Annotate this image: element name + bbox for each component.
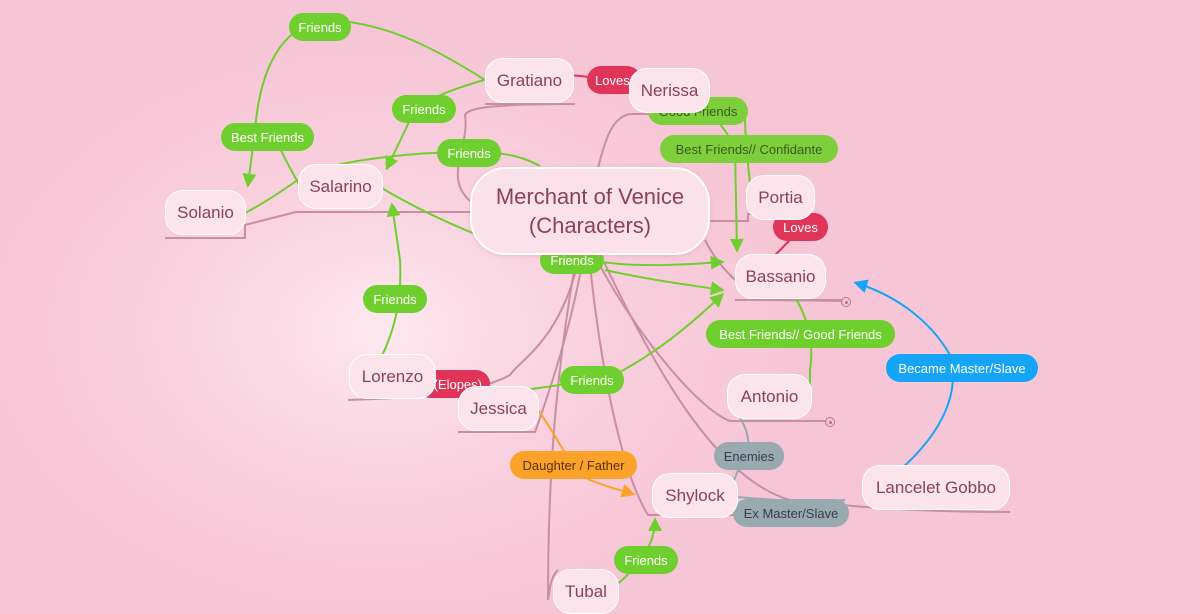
relation-enemies[interactable]: Enemies: [714, 442, 784, 470]
character-tubal[interactable]: Tubal: [553, 569, 619, 614]
character-portia[interactable]: Portia: [746, 175, 815, 220]
daughter-father-line: [537, 409, 636, 498]
relation-friends-top[interactable]: Friends: [289, 13, 351, 41]
relation-became-master[interactable]: Became Master/Slave: [886, 354, 1038, 382]
character-jessica[interactable]: Jessica: [458, 386, 539, 431]
character-antonio[interactable]: Antonio: [727, 374, 812, 419]
relation-friends-jessica[interactable]: Friends: [560, 366, 624, 394]
relation-ex-master[interactable]: Ex Master/Slave: [733, 499, 849, 527]
relation-friends-tubal[interactable]: Friends: [614, 546, 678, 574]
relation-friends-salarino[interactable]: Friends: [437, 139, 501, 167]
collapse-toggle-bassanio[interactable]: [841, 297, 851, 307]
central-topic[interactable]: Merchant of Venice (Characters): [470, 167, 710, 255]
character-bassanio[interactable]: Bassanio: [735, 254, 826, 299]
collapse-toggle-antonio[interactable]: [825, 417, 835, 427]
character-gratiano[interactable]: Gratiano: [485, 58, 574, 103]
character-lorenzo[interactable]: Lorenzo: [349, 354, 436, 399]
relation-best-friends-left[interactable]: Best Friends: [221, 123, 314, 151]
relation-friends-lorenzo[interactable]: Friends: [363, 285, 427, 313]
character-lancelet-gobbo[interactable]: Lancelet Gobbo: [862, 465, 1010, 510]
character-solanio[interactable]: Solanio: [165, 190, 246, 235]
relation-daughter-father[interactable]: Daughter / Father: [510, 451, 637, 479]
character-salarino[interactable]: Salarino: [298, 164, 383, 209]
relation-best-good-friends[interactable]: Best Friends// Good Friends: [706, 320, 895, 348]
branch-lines: [165, 103, 1011, 600]
relation-friends-gratiano[interactable]: Friends: [392, 95, 456, 123]
character-shylock[interactable]: Shylock: [652, 473, 738, 518]
character-nerissa[interactable]: Nerissa: [629, 68, 710, 113]
relation-confidante[interactable]: Best Friends// Confidante: [660, 135, 838, 163]
